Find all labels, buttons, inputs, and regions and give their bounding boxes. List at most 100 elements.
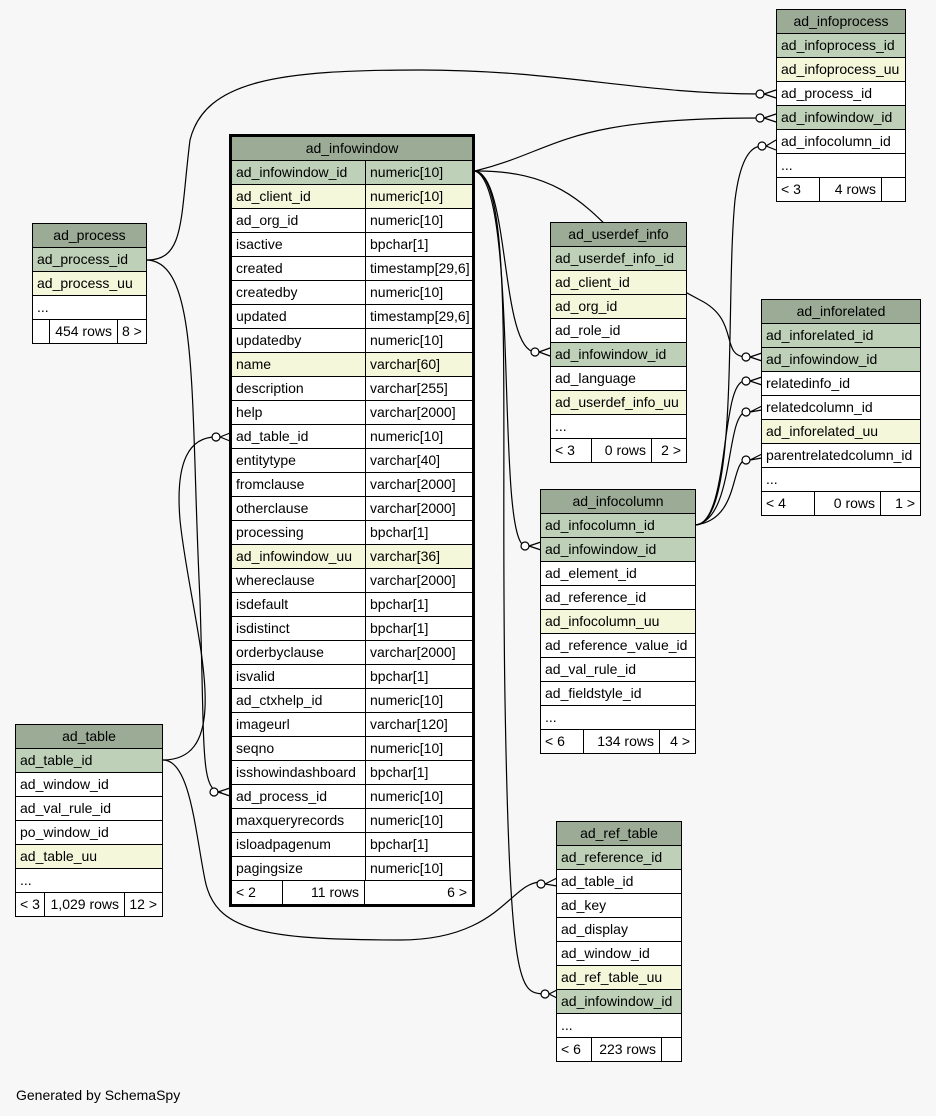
column-name: ad_userdef_info_uu — [555, 394, 679, 410]
table-row: ad_infowindow_id — [762, 348, 920, 372]
column-name: whereclause — [236, 572, 315, 588]
column-type: varchar[255] — [365, 377, 472, 400]
column-type: numeric[10] — [365, 209, 472, 232]
table-row: ad_val_rule_id — [541, 658, 695, 682]
table-row: ad_inforelated_uu — [762, 420, 920, 444]
column-name: ad_reference_id — [545, 589, 647, 605]
column-name: isactive — [236, 236, 283, 252]
row-count: 0 rows — [591, 439, 651, 462]
column-type: varchar[2000] — [365, 473, 472, 496]
children-count: 2 > — [651, 439, 686, 462]
column-name: otherclause — [236, 500, 309, 516]
column-name: isdefault — [236, 596, 289, 612]
table-row: ad_key — [557, 894, 681, 918]
column-type: bpchar[1] — [365, 833, 472, 856]
table-header: ad_userdef_info — [551, 223, 686, 247]
column-name: ad_infocolumn_uu — [545, 613, 660, 629]
column-name: ad_fieldstyle_id — [545, 685, 642, 701]
column-name: ad_ctxhelp_id — [236, 692, 323, 708]
column-name: ad_process_id — [236, 788, 328, 804]
table-row: ad_table_id — [557, 870, 681, 894]
table-row: ad_infoprocess_id — [777, 34, 905, 58]
column-name: ... — [555, 418, 567, 434]
column-type: varchar[36] — [365, 545, 472, 568]
column-name: ad_language — [555, 370, 636, 386]
column-name: ad_org_id — [555, 298, 618, 314]
table-row: ad_infoprocess_uu — [777, 58, 905, 82]
column-name: ad_process_id — [37, 251, 129, 267]
column-name: isloadpagenum — [236, 836, 331, 852]
column-type: numeric[10] — [365, 689, 472, 712]
table-row: ad_infocolumn_id — [541, 514, 695, 538]
children-count: 12 > — [124, 893, 162, 916]
column-type: numeric[10] — [365, 281, 472, 304]
table-row: ad_display — [557, 918, 681, 942]
table-row: ad_window_id — [16, 773, 162, 797]
table-row: ad_org_id — [551, 295, 686, 319]
column-name: ad_process_uu — [37, 275, 133, 291]
row-count: 134 rows — [583, 730, 659, 753]
column-name: ad_element_id — [545, 565, 637, 581]
column-name: seqno — [236, 740, 275, 756]
column-name: ad_infocolumn_id — [545, 517, 655, 533]
column-name: imageurl — [236, 716, 290, 732]
table-row: ad_table_id — [16, 749, 162, 773]
children-count — [881, 178, 905, 201]
table-row: ad_infowindow_id — [777, 106, 905, 130]
table-row: ad_reference_id — [557, 846, 681, 870]
row-count: 0 rows — [814, 492, 880, 515]
table-row: ad_client_id — [551, 271, 686, 295]
column-name: ... — [766, 471, 778, 487]
column-name: ad_infowindow_id — [766, 351, 878, 367]
table-row: ad_language — [551, 367, 686, 391]
column-name: ad_table_id — [236, 428, 309, 444]
column-name: ad_val_rule_id — [545, 661, 637, 677]
column-name: ad_client_id — [555, 274, 630, 290]
column-name: ad_infowindow_id — [236, 164, 348, 180]
column-name: ad_table_uu — [20, 848, 98, 864]
table-row: ad_reference_value_id — [541, 634, 695, 658]
row-count: 11 rows — [282, 881, 364, 904]
column-name: ad_infowindow_id — [545, 541, 657, 557]
table-row: isloadpagenum bpchar[1] — [232, 833, 472, 857]
row-count: 1,029 rows — [44, 893, 124, 916]
column-name: ad_reference_value_id — [545, 637, 688, 653]
column-type: varchar[2000] — [365, 569, 472, 592]
column-type: bpchar[1] — [365, 593, 472, 616]
column-name: created — [236, 260, 283, 276]
table-row: imageurl varchar[120] — [232, 713, 472, 737]
table-row: ad_process_id — [33, 248, 146, 272]
column-name: ad_infowindow_id — [561, 993, 673, 1009]
column-name: ad_process_id — [781, 85, 873, 101]
table-row: ad_infowindow_id — [541, 538, 695, 562]
column-type: bpchar[1] — [365, 617, 472, 640]
table-row: ad_infocolumn_uu — [541, 610, 695, 634]
column-name: ad_window_id — [20, 776, 109, 792]
table-row: ad_infocolumn_id — [777, 130, 905, 154]
table-header: ad_table — [16, 725, 162, 749]
column-type: varchar[2000] — [365, 401, 472, 424]
table-row: ad_window_id — [557, 942, 681, 966]
column-type: varchar[120] — [365, 713, 472, 736]
column-name: po_window_id — [20, 824, 109, 840]
table-row: whereclause varchar[2000] — [232, 569, 472, 593]
table-row: isactive bpchar[1] — [232, 233, 472, 257]
table-row: ad_process_uu — [33, 272, 146, 296]
generated-by-credit: Generated by SchemaSpy — [16, 1087, 181, 1103]
column-type: bpchar[1] — [365, 233, 472, 256]
column-name: ad_table_id — [20, 752, 93, 768]
column-name: ad_display — [561, 921, 628, 937]
column-name: ad_val_rule_id — [20, 800, 112, 816]
